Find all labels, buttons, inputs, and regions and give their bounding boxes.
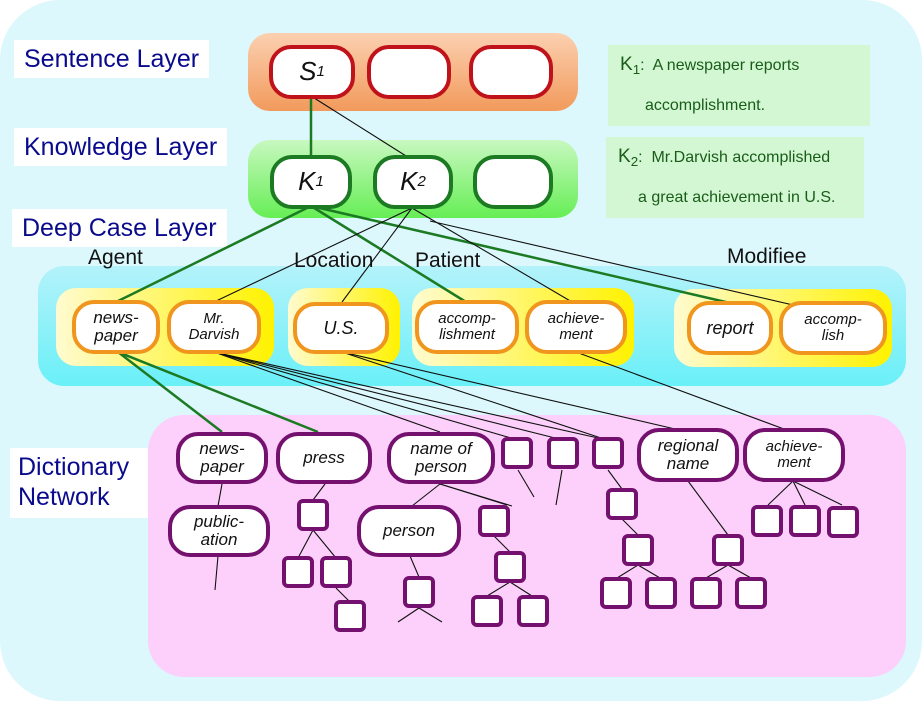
- case-node-accomplish[interactable]: accomp- lish: [779, 301, 887, 355]
- case-node-mr-darvish[interactable]: Mr. Darvish: [167, 300, 261, 354]
- sentence-node-s1-label: S: [299, 56, 317, 87]
- note-k2-line1: Mr.Darvish accomplished: [651, 149, 831, 166]
- sentence-node-empty-2[interactable]: [469, 45, 553, 99]
- case-label-patient: Patient: [415, 249, 481, 272]
- note-k1-sub: 1: [632, 62, 641, 78]
- dict-box[interactable]: [751, 505, 783, 537]
- dict-box[interactable]: [690, 577, 722, 609]
- case-node-accomplishment[interactable]: accomp- lishment: [415, 300, 519, 354]
- note-k1-line1: A newspaper reports: [652, 57, 800, 74]
- case-label-agent: Agent: [88, 246, 143, 269]
- case-label-modifiee: Modifiee: [727, 245, 807, 268]
- dict-node-regional-name[interactable]: regional name: [637, 428, 739, 482]
- note-k2-sub: 2: [630, 154, 639, 170]
- dict-box[interactable]: [517, 595, 549, 627]
- knowledge-layer-label: Knowledge Layer: [14, 128, 228, 166]
- dict-box[interactable]: [501, 437, 533, 469]
- knowledge-node-k2-label: K: [400, 166, 418, 197]
- case-label-location: Location: [294, 249, 374, 272]
- dict-node-publication[interactable]: public- ation: [168, 505, 270, 557]
- sentence-layer-label: Sentence Layer: [14, 40, 210, 78]
- dict-box[interactable]: [547, 437, 579, 469]
- dict-box[interactable]: [827, 506, 859, 538]
- note-k2-line2: a great achievement in U.S.: [638, 189, 836, 207]
- dict-box[interactable]: [282, 556, 314, 588]
- dict-box[interactable]: [403, 576, 435, 608]
- dict-box[interactable]: [494, 551, 526, 583]
- case-node-achievement[interactable]: achieve- ment: [525, 300, 627, 354]
- dict-box[interactable]: [478, 505, 510, 537]
- dictionary-label-line1: Dictionary: [18, 453, 130, 481]
- sentence-node-s1-sub: 1: [316, 63, 325, 81]
- case-node-report[interactable]: report: [687, 301, 773, 355]
- knowledge-node-k2-sub: 2: [417, 173, 426, 191]
- dict-box[interactable]: [320, 556, 352, 588]
- note-k2: K2: Mr.Darvish accomplished a great achi…: [606, 137, 864, 219]
- note-k1-line2: accomplishment.: [645, 97, 766, 115]
- dict-box[interactable]: [592, 437, 624, 469]
- knowledge-node-k1-label: K: [298, 166, 316, 197]
- dict-box[interactable]: [334, 600, 366, 632]
- dict-box[interactable]: [600, 577, 632, 609]
- dict-box[interactable]: [645, 577, 677, 609]
- dictionary-network-label: Dictionary Network: [10, 448, 154, 518]
- dict-box[interactable]: [735, 577, 767, 609]
- dict-node-name-of-person[interactable]: name of person: [387, 432, 495, 484]
- sentence-node-empty-1[interactable]: [367, 45, 451, 99]
- knowledge-node-k1-sub: 1: [315, 173, 324, 191]
- case-node-newspaper[interactable]: news- paper: [72, 300, 160, 354]
- knowledge-node-empty[interactable]: [473, 155, 553, 209]
- note-k1-key: K: [620, 54, 633, 75]
- dict-box[interactable]: [622, 534, 654, 566]
- dict-box[interactable]: [471, 595, 503, 627]
- note-k1: K1: A newspaper reports accomplishment.: [608, 45, 870, 127]
- dict-node-person[interactable]: person: [357, 505, 461, 557]
- dict-box[interactable]: [712, 534, 744, 566]
- note-k2-key: K: [618, 146, 631, 167]
- dict-node-press[interactable]: press: [276, 432, 372, 484]
- dict-node-newspaper[interactable]: news- paper: [176, 432, 268, 484]
- dict-box[interactable]: [789, 505, 821, 537]
- dict-box[interactable]: [297, 499, 329, 531]
- case-node-us[interactable]: U.S.: [293, 302, 389, 354]
- dict-box[interactable]: [606, 488, 638, 520]
- deep-case-layer-label: Deep Case Layer: [12, 209, 227, 247]
- dict-node-achievement[interactable]: achieve- ment: [743, 428, 845, 482]
- dictionary-label-line2: Network: [18, 483, 110, 511]
